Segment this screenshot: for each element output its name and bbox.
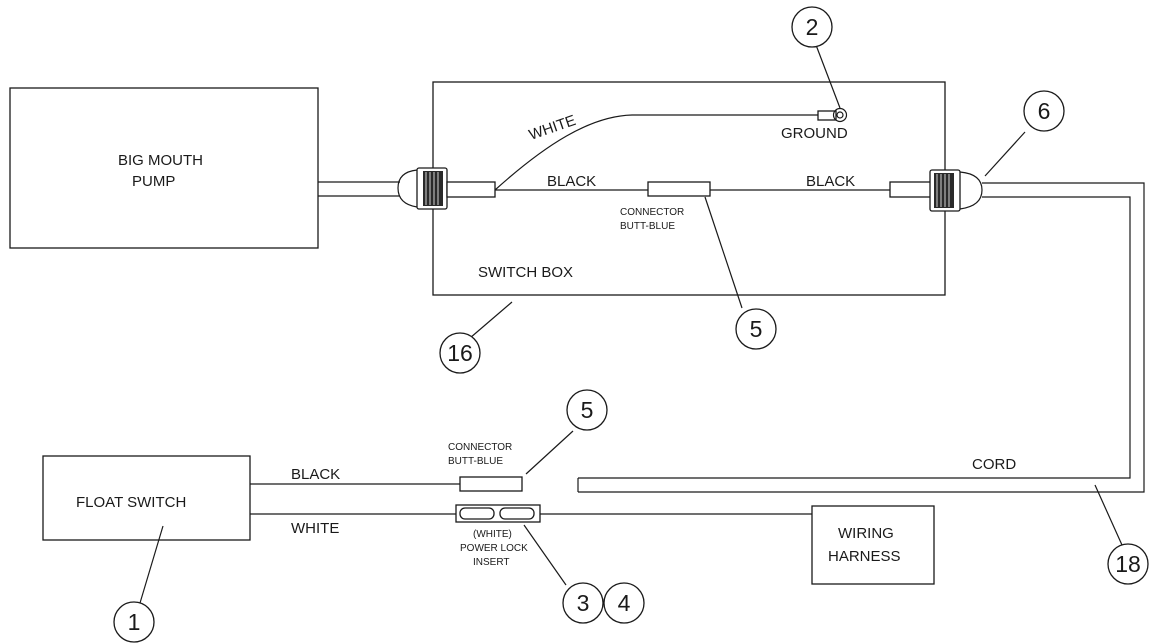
black-wires-switchbox: BLACK BLACK CONNECTOR BUTT-BLUE bbox=[495, 173, 890, 232]
callout-5-bottom: 5 bbox=[566, 389, 608, 431]
black-wire-bottom: BLACK CONNECTOR BUTT-BLUE bbox=[250, 442, 523, 492]
pump-label-line1: BIG MOUTH bbox=[118, 152, 203, 169]
callout-6: 6 bbox=[1023, 90, 1065, 132]
power-lock-label-line3: INSERT bbox=[473, 557, 510, 568]
black-wire-label-left: BLACK bbox=[547, 173, 596, 190]
callout-1: 1 bbox=[113, 601, 155, 643]
callout-16: 16 bbox=[439, 332, 481, 374]
pump-block: BIG MOUTH PUMP bbox=[9, 87, 319, 249]
svg-text:1: 1 bbox=[128, 609, 141, 635]
pump-cable bbox=[318, 181, 400, 197]
svg-text:5: 5 bbox=[750, 316, 763, 342]
power-lock-label-line1: (WHITE) bbox=[473, 529, 512, 540]
switch-box-label: SWITCH BOX bbox=[478, 264, 573, 281]
callout-2: 2 bbox=[791, 6, 833, 48]
power-lock-label-line2: POWER LOCK bbox=[460, 543, 528, 554]
connector-bottom-label-line1: CONNECTOR bbox=[448, 442, 512, 453]
cord: CORD bbox=[577, 182, 1145, 493]
right-cord-fitting bbox=[889, 169, 983, 212]
svg-text:2: 2 bbox=[806, 14, 819, 40]
svg-text:18: 18 bbox=[1115, 551, 1141, 577]
wiring-harness-label-line2: HARNESS bbox=[828, 548, 901, 565]
callout-leaders bbox=[139, 44, 1123, 604]
connector-top-label-line2: BUTT-BLUE bbox=[620, 221, 675, 232]
svg-text:3: 3 bbox=[577, 590, 590, 616]
white-wire-label-bottom: WHITE bbox=[291, 520, 339, 537]
callout-4: 4 bbox=[603, 582, 645, 624]
float-switch-label: FLOAT SWITCH bbox=[76, 494, 186, 511]
connector-bottom-label-line2: BUTT-BLUE bbox=[448, 456, 503, 467]
left-cord-fitting bbox=[397, 167, 496, 210]
callout-18: 18 bbox=[1107, 543, 1149, 585]
svg-text:6: 6 bbox=[1038, 98, 1051, 124]
black-wire-label-right: BLACK bbox=[806, 173, 855, 190]
float-switch-block: FLOAT SWITCH bbox=[42, 455, 251, 541]
ground-terminal-icon: GROUND bbox=[781, 107, 848, 142]
callout-5-top: 5 bbox=[735, 308, 777, 350]
ground-label: GROUND bbox=[781, 125, 848, 142]
wiring-harness-label-line1: WIRING bbox=[838, 525, 894, 542]
connector-top-label-line1: CONNECTOR bbox=[620, 207, 684, 218]
svg-text:4: 4 bbox=[618, 590, 631, 616]
pump-label-line2: PUMP bbox=[132, 173, 175, 190]
wiring-harness-block: WIRING HARNESS bbox=[811, 505, 935, 585]
callout-3: 3 bbox=[562, 582, 604, 624]
black-wire-label-bottom: BLACK bbox=[291, 466, 340, 483]
cord-label: CORD bbox=[972, 456, 1016, 473]
white-wire-bottom: WHITE (WHITE) POWER LOCK INSERT bbox=[250, 504, 812, 568]
svg-text:5: 5 bbox=[581, 397, 594, 423]
svg-text:16: 16 bbox=[447, 340, 473, 366]
